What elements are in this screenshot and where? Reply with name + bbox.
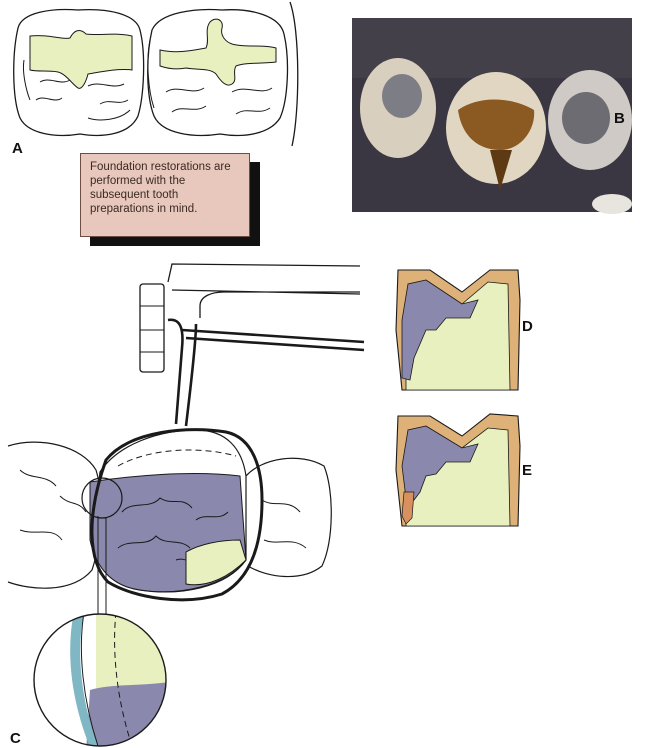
magnify-leader-lines xyxy=(97,516,107,620)
panel-b-clinical-photo xyxy=(352,18,632,214)
neighbour-tooth-edge xyxy=(289,1,299,147)
panel-c-detail-magnified xyxy=(33,613,167,747)
panel-label-d: D xyxy=(522,318,533,335)
panel-a-occlusal-teeth xyxy=(13,1,299,147)
magnify-target-circle xyxy=(81,477,123,519)
right-neighbour-tooth xyxy=(245,457,332,578)
retention-pin-e xyxy=(401,491,415,525)
molar-cavity-yellow xyxy=(159,18,277,86)
panel-c-matrix xyxy=(7,263,365,620)
callout-box: Foundation restorations are performed wi… xyxy=(80,153,250,237)
premolar-cavity-yellow xyxy=(29,30,133,89)
band-dashed-margin xyxy=(117,449,237,467)
matrix-band-loop xyxy=(90,428,264,602)
premolar-fissures xyxy=(23,59,131,121)
panel-label-b: B xyxy=(614,110,625,127)
molar-yellow-patch xyxy=(185,539,247,586)
panel-label-a: A xyxy=(12,140,23,157)
matrix-retainer-frame xyxy=(167,263,361,318)
retainer-knob xyxy=(139,283,165,373)
molar-fissures xyxy=(147,39,273,115)
callout-text: Foundation restorations are performed wi… xyxy=(90,161,231,215)
panel-label-e: E xyxy=(522,462,533,479)
restoration-d xyxy=(401,279,479,381)
molar-purple-fissures xyxy=(117,497,229,564)
panel-d-cross-section xyxy=(395,269,521,391)
band-arms xyxy=(167,318,365,427)
panel-e-cross-section xyxy=(395,413,521,527)
left-neighbour-tooth xyxy=(7,441,102,589)
panel-label-c: C xyxy=(10,730,21,747)
